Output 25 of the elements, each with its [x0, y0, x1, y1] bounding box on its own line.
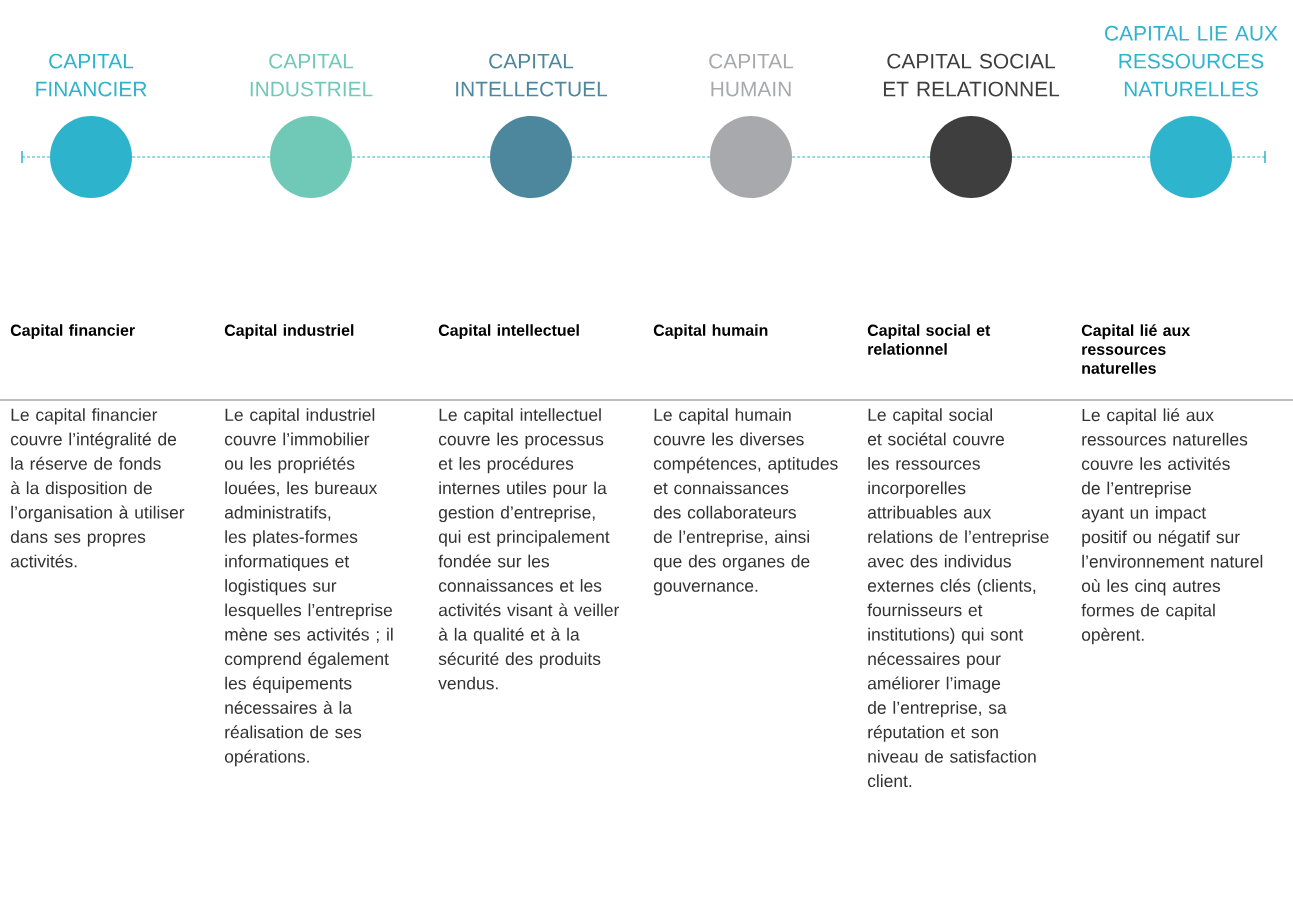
- dashed-connector: [21, 156, 51, 158]
- capital-heading: CAPITAL HUMAIN: [709, 53, 794, 97]
- column-heading: Capital intellectuel: [438, 324, 579, 340]
- column-heading: Capital financier: [10, 324, 135, 340]
- column-heading: Capital industriel: [224, 324, 354, 340]
- column-text: Le capital social et sociétal couvre les ressources incorporelles attribuables aux relations de l’entreprise avec des individus externes clés (clients, fournisseurs et institutions) qui sont nécessaires pour améliorer l’image de l’entreprise, sa réputation et son niveau de satisfaction client.: [867, 408, 1049, 788]
- dashed-connector: [791, 156, 931, 158]
- column-text: Le capital humain couvre les diverses compétences, aptitudes et connaissances des collaborateurs de l’entreprise, ainsi que des organes de gouvernance.: [653, 408, 838, 596]
- capital-heading: CAPITAL INDUSTRIEL: [250, 53, 373, 97]
- dashed-connector: [1231, 156, 1266, 158]
- dashed-connector: [131, 156, 271, 158]
- column-text: Le capital intellectuel couvre les processus et les procédures internes utiles pour la gestion d’entreprise, qui est principalement fondée sur les connaissances et les activités visant à veiller à la qualité et à la sécurité des produits vendus.: [438, 408, 620, 690]
- column-text: Le capital industriel couvre l’immobilier ou les propriétés louées, les bureaux administratifs, les plates-formes informatiques et logistiques sur lesquelles l’entreprise mène ses activités ; il comprend également les équipements nécessaires à la réalisation de ses opérations.: [224, 408, 393, 767]
- dashed-connector: [351, 156, 491, 158]
- column-heading: Capital lié aux ressources naturelles: [1081, 324, 1191, 374]
- dashed-connector: [571, 156, 711, 158]
- column-heading: Capital social et relationnel: [867, 324, 991, 355]
- capital-heading: CAPITAL LIE AUX RESSOURCES NATURELLES: [1105, 25, 1278, 97]
- capital-heading: CAPITAL SOCIAL ET RELATIONNEL: [884, 53, 1060, 97]
- column-text: Le capital financier couvre l’intégralité de la réserve de fonds à la disposition de l’organisation à utiliser dans ses propres activités.: [10, 408, 185, 568]
- capital-heading: CAPITAL FINANCIER: [36, 53, 147, 97]
- capital-heading: CAPITAL INTELLECTUEL: [456, 53, 608, 97]
- column-heading: Capital humain: [653, 324, 768, 340]
- column-text: Le capital lié aux ressources naturelles couvre les activités de l’entreprise ayant un impact positif ou négatif sur l’environnement naturel où les cinq autres formes de capital opèrent.: [1081, 408, 1263, 645]
- dashed-connector: [1011, 156, 1151, 158]
